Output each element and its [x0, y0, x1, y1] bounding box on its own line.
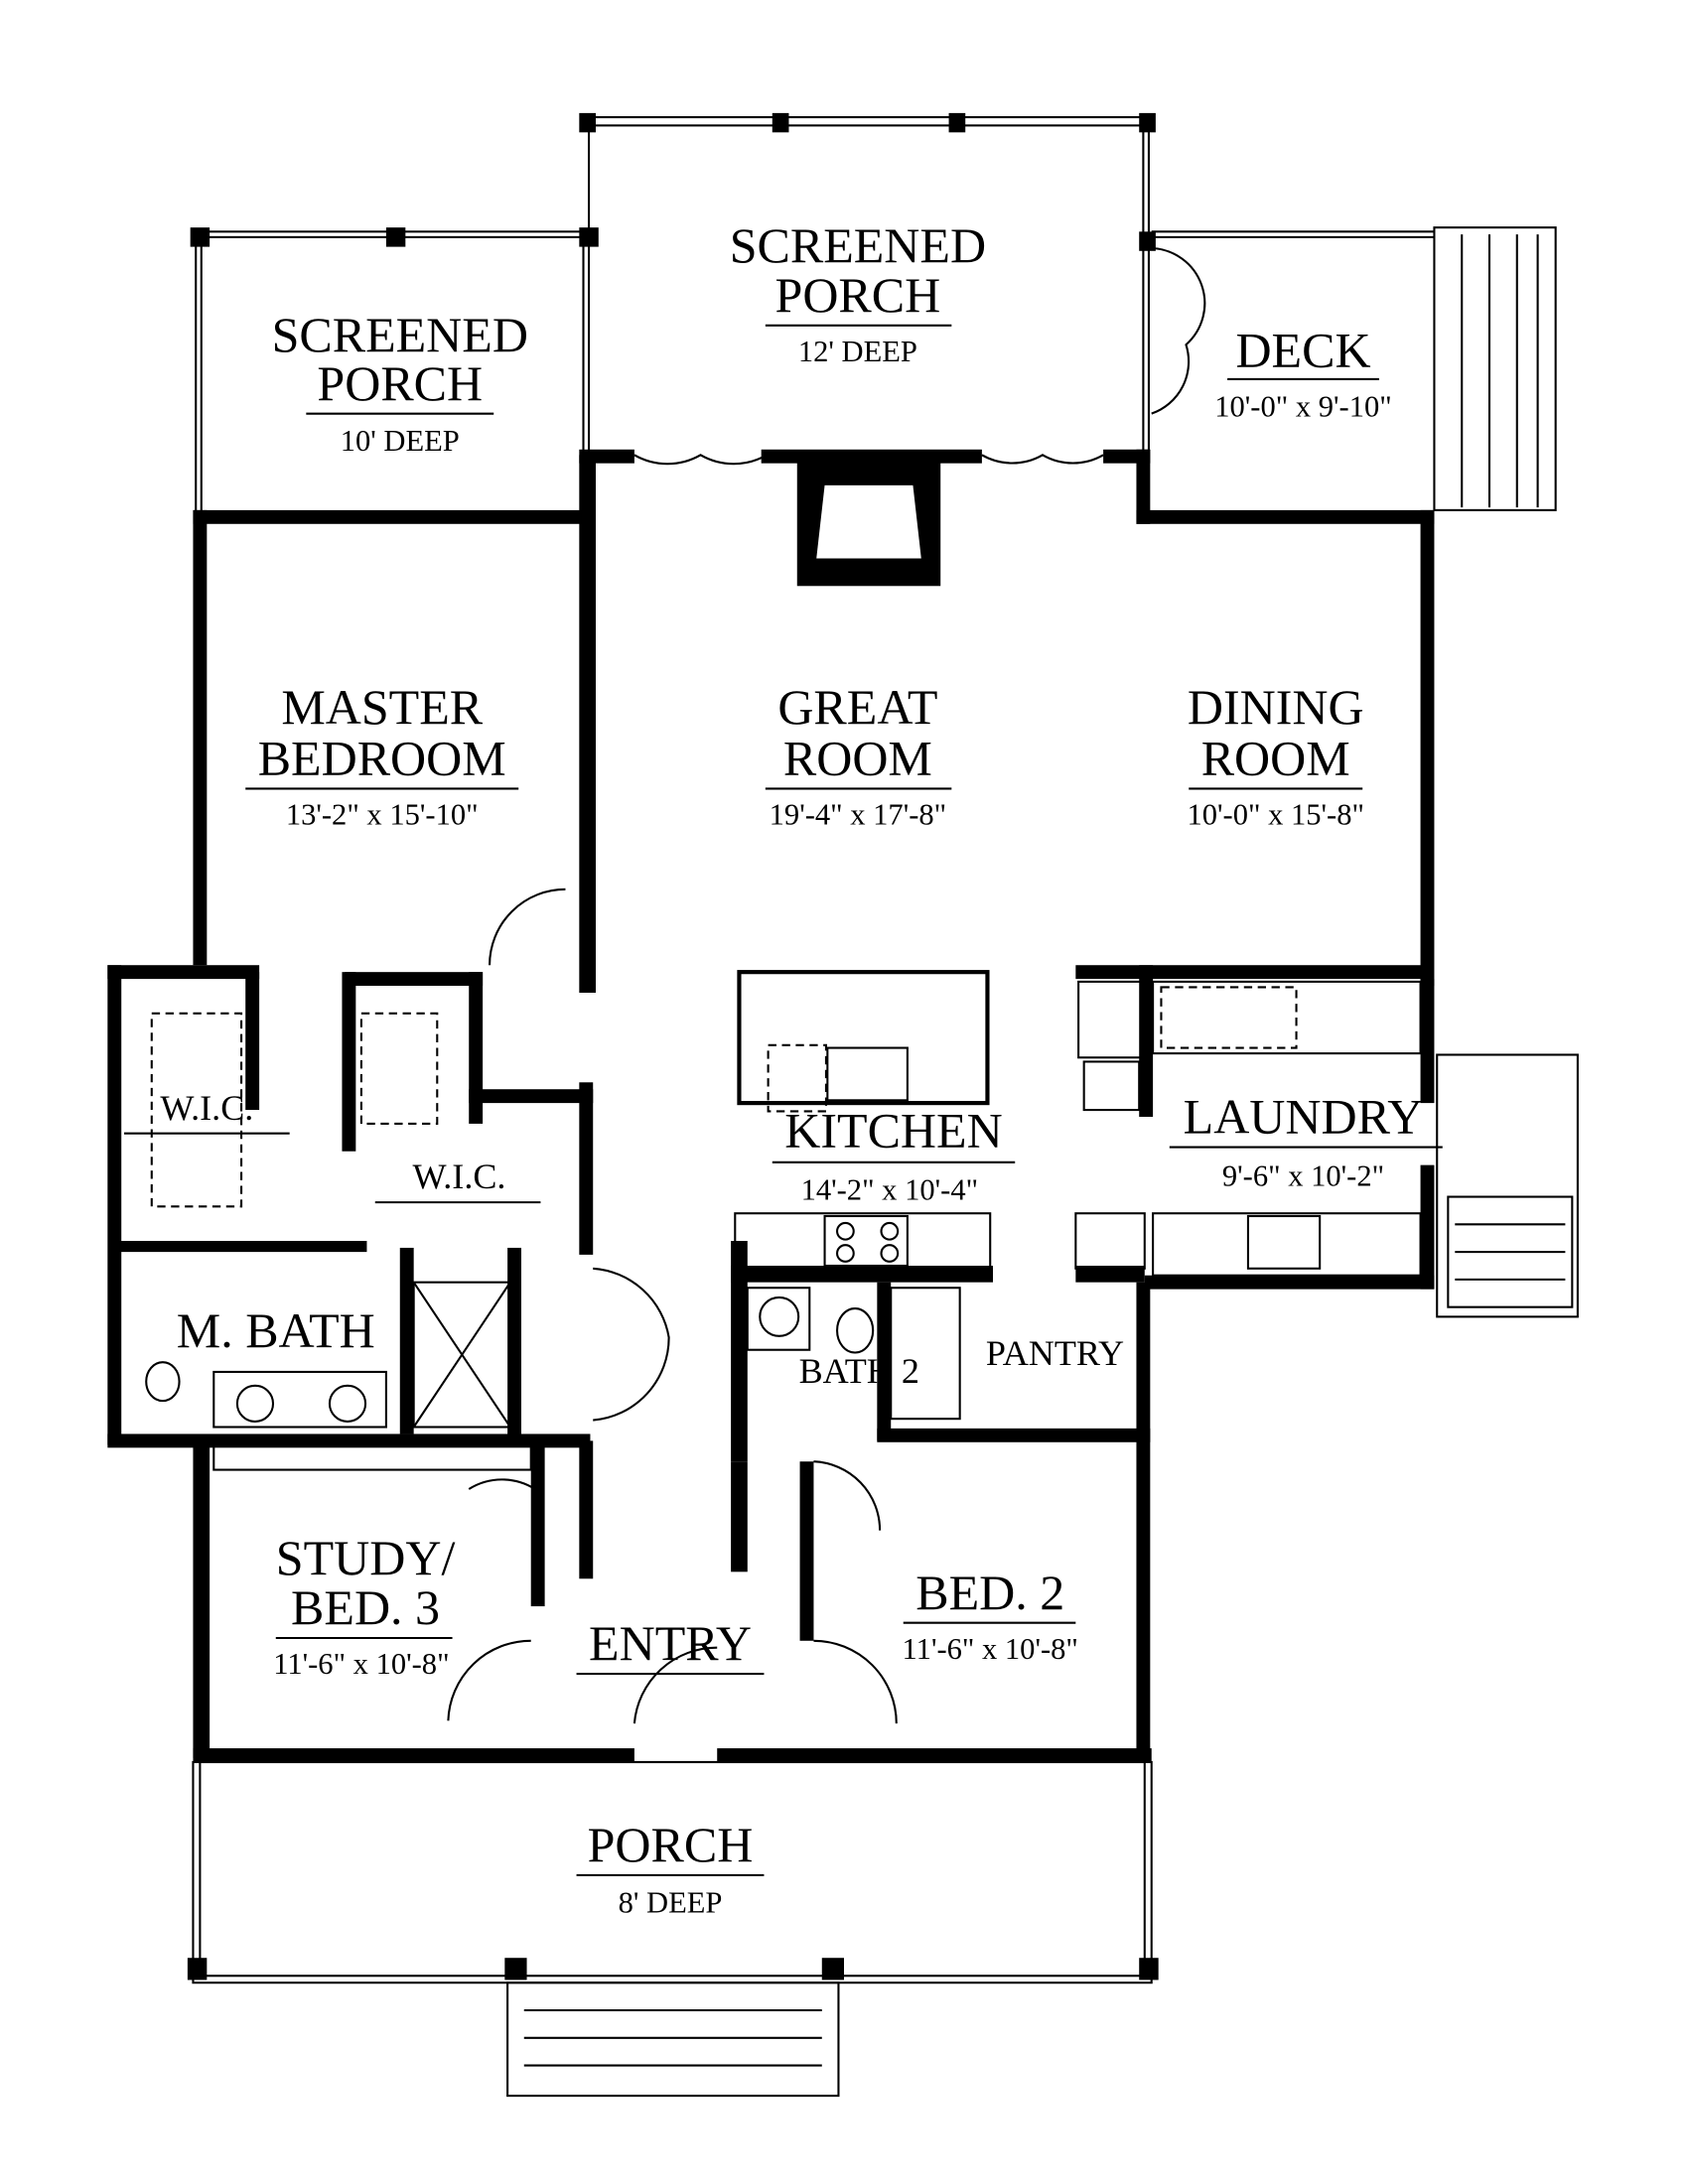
room-label-screened-porch-left: SCREENED PORCH 10' DEEP	[272, 307, 528, 458]
room-name: PORCH	[775, 267, 941, 323]
room-name: PANTRY	[986, 1333, 1124, 1373]
room-label-screened-porch-center: SCREENED PORCH 12' DEEP	[730, 217, 986, 368]
room-size: 10'-0" x 9'-10"	[1214, 389, 1391, 423]
room-size: 19'-4" x 17'-8"	[770, 798, 946, 832]
room-name: BEDROOM	[258, 731, 506, 786]
room-label-entry: ENTRY	[576, 1615, 765, 1676]
room-name: M. BATH	[177, 1302, 375, 1358]
room-name: MASTER	[281, 679, 483, 735]
room-name: KITCHEN	[784, 1103, 1002, 1159]
room-size: 10' DEEP	[341, 424, 460, 458]
room-name: DECK	[1235, 322, 1370, 377]
room-label-master-bedroom: MASTER BEDROOM 13'-2" x 15'-10"	[245, 679, 519, 832]
room-label-pantry: PANTRY	[986, 1333, 1124, 1373]
room-name: PORCH	[588, 1817, 754, 1872]
room-size: 8' DEEP	[619, 1885, 723, 1919]
room-label-wic-right: W.I.C.	[374, 1157, 541, 1204]
bath-fixtures	[145, 1012, 961, 1471]
room-label-kitchen: KITCHEN 14'-2" x 10'-4"	[772, 1103, 1016, 1206]
room-label-bed-2: BED. 2 11'-6" x 10'-8"	[903, 1565, 1078, 1666]
room-name: GREAT	[777, 679, 937, 735]
side-stairs	[1436, 1053, 1579, 1318]
room-label-great-room: GREAT ROOM 19'-4" x 17'-8"	[765, 679, 952, 832]
room-label-wic-left: W.I.C.	[124, 1088, 290, 1135]
room-size: 9'-6" x 10'-2"	[1222, 1159, 1384, 1192]
room-label-laundry: LAUNDRY 9'-6" x 10'-2"	[1169, 1089, 1443, 1192]
room-size: 14'-2" x 10'-4"	[801, 1172, 978, 1206]
room-size: 13'-2" x 15'-10"	[286, 798, 479, 832]
room-name: PORCH	[317, 355, 483, 411]
room-name: ENTRY	[589, 1615, 752, 1671]
fireplace	[796, 455, 941, 587]
kitchen-fixtures	[734, 970, 1422, 1277]
room-size: 11'-6" x 10'-8"	[903, 1632, 1078, 1666]
deck-outline	[1151, 226, 1557, 511]
room-label-bath-2: BATH 2	[799, 1351, 919, 1391]
room-label-deck: DECK 10'-0" x 9'-10"	[1214, 322, 1391, 423]
room-name: ROOM	[1201, 731, 1350, 786]
room-label-porch: PORCH 8' DEEP	[576, 1817, 765, 1919]
doors	[447, 246, 1206, 1724]
room-name: LAUNDRY	[1184, 1089, 1424, 1145]
room-label-master-bath: M. BATH	[177, 1302, 375, 1358]
room-name: BED. 3	[291, 1579, 440, 1635]
room-name: STUDY/	[276, 1530, 456, 1585]
room-name: BATH 2	[799, 1351, 919, 1391]
room-name: BED. 2	[915, 1565, 1064, 1620]
room-name: SCREENED	[730, 217, 986, 273]
room-label-dining-room: DINING ROOM 10'-0" x 15'-8"	[1187, 679, 1363, 831]
room-name: DINING	[1188, 679, 1364, 735]
front-porch	[187, 1760, 1159, 2098]
room-name: SCREENED	[272, 307, 528, 362]
room-name: W.I.C.	[160, 1088, 253, 1128]
room-name: W.I.C.	[413, 1157, 506, 1196]
room-size: 10'-0" x 15'-8"	[1187, 798, 1363, 832]
room-size: 11'-6" x 10'-8"	[273, 1647, 449, 1681]
room-label-study: STUDY/ BED. 3 11'-6" x 10'-8"	[273, 1530, 455, 1681]
room-name: ROOM	[783, 731, 932, 786]
room-size: 12' DEEP	[798, 335, 917, 368]
